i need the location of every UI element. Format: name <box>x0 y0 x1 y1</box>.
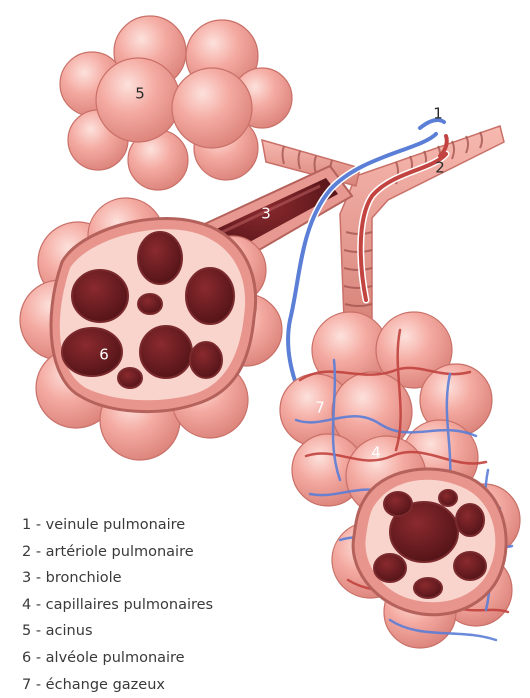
legend-item-1: 1 - veinule pulmonaire <box>22 512 213 539</box>
legend-item-3: 3 - bronchiole <box>22 565 213 592</box>
alveolar-sac <box>20 198 282 460</box>
callout-1: 1 <box>433 105 443 123</box>
callout-6: 6 <box>99 346 109 364</box>
legend-item-4: 4 - capillaires pulmonaires <box>22 592 213 619</box>
callout-3: 3 <box>261 205 271 223</box>
legend-item-5: 5 - acinus <box>22 618 213 645</box>
callout-5: 5 <box>135 85 145 103</box>
callout-2: 2 <box>435 159 445 177</box>
legend-item-6: 6 - alvéole pulmonaire <box>22 645 213 672</box>
capillary-acinus <box>280 312 520 648</box>
legend-item-2: 2 - artériole pulmonaire <box>22 539 213 566</box>
legend-list: 1 - veinule pulmonaire 2 - artériole pul… <box>22 512 213 698</box>
acinus-cluster <box>60 16 292 190</box>
callout-7: 7 <box>315 399 325 417</box>
callout-4: 4 <box>371 444 381 462</box>
legend-item-7: 7 - échange gazeux <box>22 672 213 698</box>
